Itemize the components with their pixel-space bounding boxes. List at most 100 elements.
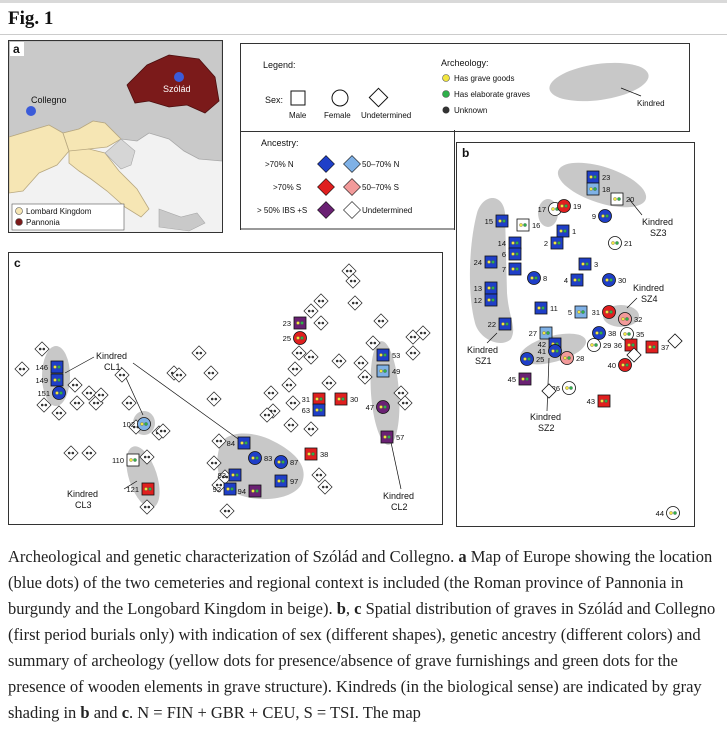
- kindred-sz2-line: Kindred: [530, 412, 561, 422]
- undetermined-grave: [63, 445, 79, 461]
- grave-goods-dot-20: [613, 197, 617, 201]
- elaborate-graves-dot: [442, 90, 450, 98]
- undetermined-grave: [303, 349, 319, 365]
- elaborate-dot-8: [534, 276, 538, 280]
- grave-number-12: 12: [474, 296, 482, 305]
- grave-goods-dot-22: [501, 322, 505, 326]
- grave-goods-dot-92: [226, 487, 230, 491]
- ancestry-svg: Ancestry: >70% N 50–70% N >70% S 50–70% …: [241, 138, 454, 230]
- undetermined-grave: [171, 367, 187, 383]
- grave-goods-dot-23: [296, 321, 300, 325]
- title-divider: [0, 34, 727, 35]
- panel-c-label: c: [14, 256, 21, 270]
- grave-number-49: 49: [392, 367, 400, 376]
- undetermined-grave: [397, 395, 413, 411]
- grave-goods-dot-121: [144, 487, 148, 491]
- elaborate-dot-121: [148, 487, 152, 491]
- elaborate-dot-18: [593, 187, 597, 191]
- grave-number-151: 151: [37, 389, 50, 398]
- grave-102: 102: [122, 417, 151, 431]
- grave-number-93: 93: [218, 471, 226, 480]
- collegno-site-dot: [26, 106, 36, 116]
- grave-83: 83: [248, 451, 272, 465]
- grave-number-17: 17: [538, 205, 546, 214]
- undetermined-grave: [219, 503, 235, 519]
- elaborate-dot-37: [652, 345, 656, 349]
- grave-97: 97: [274, 474, 298, 488]
- elaborate-dot-110: [133, 458, 137, 462]
- caption-part-1: Archeological and genetic characterizati…: [8, 547, 459, 566]
- undetermined-grave: [321, 375, 337, 391]
- ancestry-n50-label: 50–70% N: [362, 160, 400, 169]
- grave-number-41: 41: [538, 347, 546, 356]
- grave-number-7: 7: [502, 265, 506, 274]
- grave-goods-dot-3: [581, 262, 585, 266]
- grave-31: 31: [592, 305, 616, 319]
- grave-number-16: 16: [532, 221, 540, 230]
- grave-goods-dot-30: [337, 397, 341, 401]
- elaborate-dot-32: [625, 317, 629, 321]
- panel-b-label: b: [462, 146, 469, 160]
- grave-square-38: [304, 447, 318, 461]
- grave-number-35: 35: [636, 330, 644, 339]
- grave-1: 1: [556, 224, 576, 238]
- grave-number-5: 5: [568, 308, 572, 317]
- caption-part-2: Map of Europe showing the location (blue…: [8, 547, 713, 618]
- grave-goods-dot-53: [379, 353, 383, 357]
- caption-part-3: ,: [345, 599, 355, 618]
- grave-square-57: [380, 430, 394, 444]
- undetermined-grave: [206, 455, 222, 471]
- grave-goods-dot-31: [315, 397, 319, 401]
- grave-square-13: [484, 281, 498, 295]
- elaborate-dot-25: [527, 357, 531, 361]
- grave-goods-dot-94: [251, 489, 255, 493]
- elaborate-dot-43: [604, 399, 608, 403]
- grave-number-1: 1: [572, 227, 576, 236]
- sz4-pointer: [626, 297, 638, 309]
- grave-25: 25: [283, 331, 307, 345]
- elaborate-dot-45: [525, 377, 529, 381]
- grave-number-97: 97: [290, 477, 298, 486]
- grave-square-149: [50, 373, 64, 387]
- elaborate-dot-12: [491, 298, 495, 302]
- grave-square-97: [274, 474, 288, 488]
- grave-20: 20: [610, 192, 634, 206]
- grave-goods-dot-32: [621, 317, 625, 321]
- elaborate-dot-27: [546, 331, 550, 335]
- grave-circle-32: [618, 312, 632, 326]
- undetermined-grave: [139, 499, 155, 515]
- undetermined-grave: [114, 367, 130, 383]
- grave-square-30: [334, 392, 348, 406]
- grave-8: 8: [527, 271, 547, 285]
- elaborate-dot-102: [144, 422, 148, 426]
- grave-square-27: [539, 326, 553, 340]
- grave-47: 47: [366, 400, 390, 414]
- elaborate-dot-38: [599, 331, 603, 335]
- elaborate-dot-44: [673, 511, 677, 515]
- grave-goods-dot-4: [573, 278, 577, 282]
- grave-goods-dot-63: [315, 408, 319, 412]
- grave-square-43: [597, 394, 611, 408]
- grave-goods-dot-37: [648, 345, 652, 349]
- kindred-legend-label: Kindred: [637, 99, 665, 108]
- grave-number-24: 24: [474, 258, 482, 267]
- male-square-icon: [290, 90, 306, 106]
- figure-caption: Archeological and genetic characterizati…: [8, 544, 720, 726]
- grave-number-146: 146: [35, 363, 48, 372]
- elaborate-dot-94: [255, 489, 259, 493]
- kindred-sz2-line-2: SZ2: [538, 423, 555, 433]
- panel-a-label-bg: [10, 42, 24, 56]
- grave-square-94: [248, 484, 262, 498]
- undetermined-grave: [81, 385, 97, 401]
- grave-53: 53: [376, 348, 400, 362]
- grave-number-84: 84: [227, 439, 235, 448]
- lombard-legend-label: Lombard Kingdom: [26, 207, 92, 216]
- grave-circle-30: [602, 273, 616, 287]
- grave-goods-dot-17: [551, 207, 555, 211]
- grave-goods-dot-84: [240, 441, 244, 445]
- ancestry-s50-label: 50–70% S: [362, 183, 399, 192]
- sz1-pointer: [486, 332, 498, 344]
